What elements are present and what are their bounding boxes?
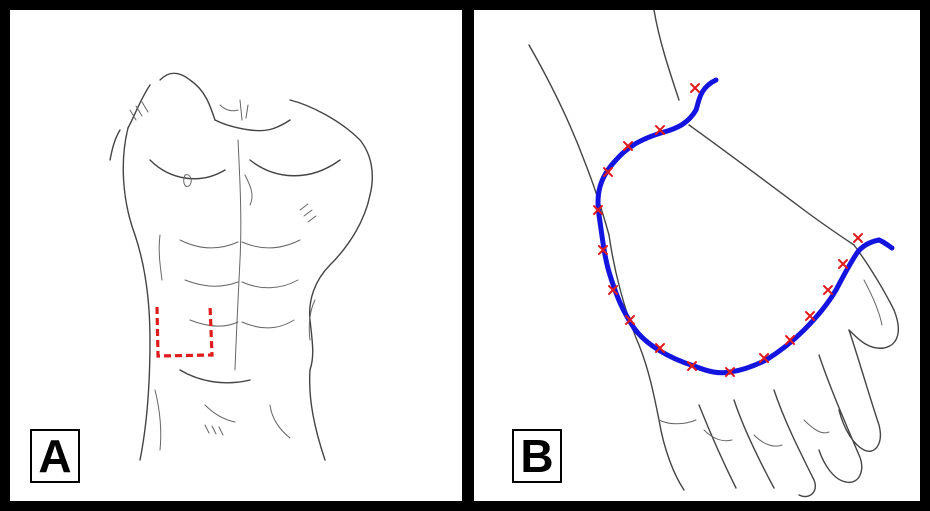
- panel-label-a: A: [30, 429, 80, 483]
- hand-sketch: [474, 10, 920, 501]
- flap-outline: [157, 305, 212, 356]
- panel-b: B: [474, 10, 920, 501]
- torso-sketch: [10, 10, 462, 501]
- panel-label-b: B: [512, 429, 562, 483]
- suture-line: [598, 80, 892, 373]
- panel-a: A: [10, 10, 462, 501]
